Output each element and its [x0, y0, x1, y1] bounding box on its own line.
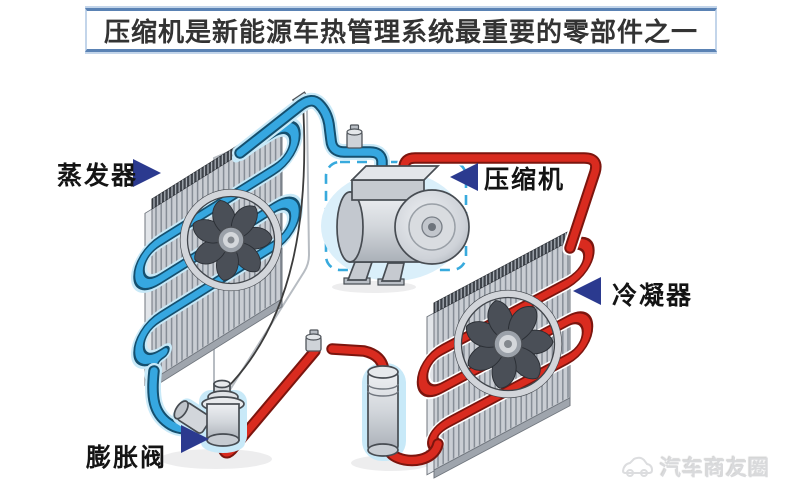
condenser-label: 冷凝器: [612, 281, 694, 310]
expansion-valve-label: 膨胀阀: [86, 443, 168, 472]
expansion-valve-arrow-icon: [181, 425, 209, 453]
car-logo-icon: [621, 456, 654, 477]
page-title: 压缩机是新能源车热管理系统最重要的零部件之一: [85, 8, 717, 52]
evaporator-arrow-icon: [133, 159, 161, 187]
evaporator-label: 蒸发器: [57, 161, 139, 190]
liquid-line-fitting: [305, 329, 322, 352]
receiver-drier: [216, 343, 444, 467]
condenser-fan: [453, 289, 563, 399]
title-text: 压缩机是新能源车热管理系统最重要的零部件之一: [103, 17, 698, 48]
condenser: [415, 229, 597, 479]
watermark-text: 汽车商友圈: [660, 456, 770, 480]
condenser-coil: [415, 235, 597, 455]
valve-shadow: [160, 449, 272, 469]
discharge-line-hot: [396, 150, 604, 256]
capillary-line: [223, 103, 306, 392]
expansion-valve: [144, 363, 247, 453]
suction-line-fitting: [346, 124, 363, 149]
compressor-arrow-icon: [450, 163, 478, 191]
compressor-label: 压缩机: [484, 165, 566, 194]
suction-line-cold: [232, 92, 390, 184]
compressor: [321, 165, 470, 286]
condenser-arrow-icon: [573, 277, 601, 305]
evaporator-fan: [179, 188, 283, 292]
evaporator-coil: [131, 117, 303, 384]
watermark: 汽车商友圈: [620, 452, 770, 482]
